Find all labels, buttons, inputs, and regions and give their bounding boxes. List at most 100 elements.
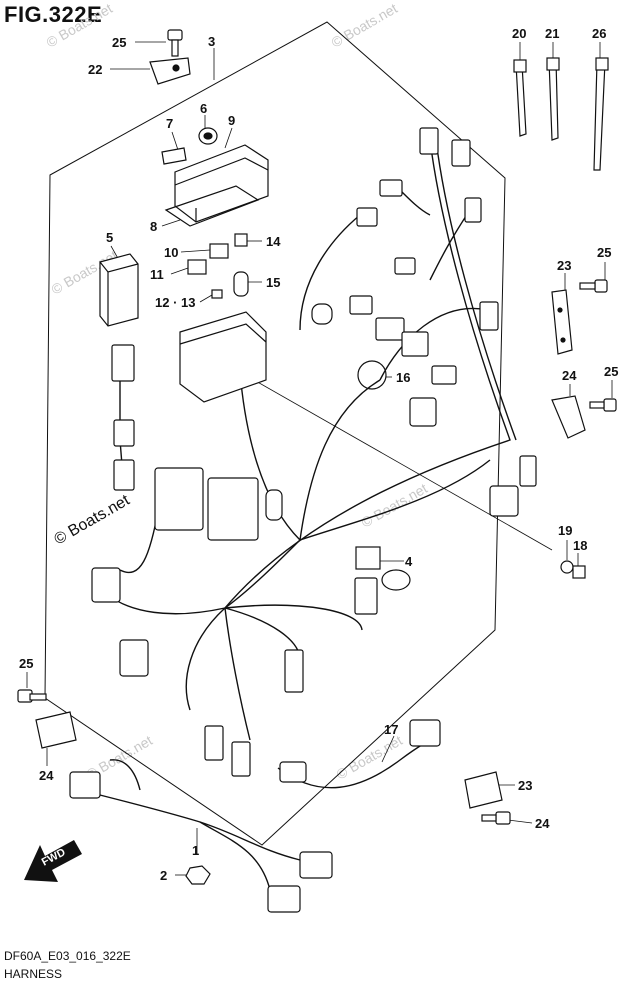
relay-11 [187,259,207,275]
connector [349,295,373,315]
connector [394,257,416,275]
connector [113,419,135,447]
bolt-25-right-upper [579,279,608,293]
watermark-text: © Boats.net [329,0,401,51]
callout-19: 19 [558,523,572,538]
connector [354,577,378,615]
callout-6: 6 [200,101,207,116]
connector [519,455,537,487]
connector [409,719,441,747]
callout-4: 4 [405,554,413,569]
callout-14: 14 [266,234,281,249]
callout-3: 3 [208,34,215,49]
connectors [69,127,537,913]
connector [204,725,224,761]
connector [379,179,403,197]
connector [401,331,429,357]
washer-19 [560,560,574,574]
bracket-24-right [551,395,586,439]
clip-7 [161,147,187,165]
junction-box [179,311,267,403]
bracket-22 [149,57,191,85]
callout-25-left: 25 [19,656,33,671]
callout-12-13: 12 · 13 [155,295,195,310]
fuse-box-9 [174,144,269,223]
connector [111,344,135,382]
fastener-parts [17,29,617,885]
fuse-12 [211,289,223,299]
figure-name: HARNESS [4,967,63,981]
callout-17: 17 [384,722,398,737]
connector [431,365,457,385]
connector [409,397,437,427]
watermark-text: © Boats.net [334,732,406,783]
nut-18 [572,565,586,579]
callout-16: 16 [396,370,410,385]
fwd-arrow-icon: FWD [24,840,82,882]
connector [284,649,304,693]
callout-25-right-lower: 25 [604,364,618,379]
gasket-8 [164,185,260,227]
relay-10 [209,243,229,259]
callout-labels: 1 2 3 4 5 6 7 8 9 10 11 12 · 13 14 15 16… [19,26,618,883]
nut-2 [185,865,211,885]
sensor-16 [357,360,387,390]
callout-2: 2 [160,868,167,883]
connector [119,639,149,677]
tie-21 [548,59,559,141]
callout-26: 26 [592,26,606,41]
connector [69,771,101,799]
connector [375,317,405,341]
bracket-23-right [551,289,573,355]
callout-9: 9 [228,113,235,128]
connector [279,761,307,783]
harness-wires [79,139,517,891]
connector [356,207,378,227]
callout-15: 15 [266,275,280,290]
callout-20: 20 [512,26,526,41]
callout-8: 8 [150,219,157,234]
callout-24-right: 24 [562,368,577,383]
tie-26 [593,61,606,171]
connector [311,303,333,325]
bracket-23-lower [464,771,503,809]
callout-25-top: 25 [112,35,126,50]
connector [479,301,499,331]
bolt-25-left [17,689,47,703]
callout-1: 1 [192,843,199,858]
watermark-group: © Boats.net © Boats.net © Boats.net © Bo… [44,0,431,783]
figure-title: FIG.322E [4,2,103,27]
callout-5: 5 [106,230,113,245]
callout-21: 21 [545,26,559,41]
bolt-25-top [167,29,183,57]
figure-code: DF60A_E03_016_322E [4,949,131,963]
watermark-text: © Boats.net [52,492,134,549]
terminal-4 [355,546,381,570]
connector [299,851,333,879]
ecu-connector [154,467,204,531]
relay-5 [99,253,139,327]
ecu-connector [207,477,259,541]
callout-10: 10 [164,245,178,260]
watermark-text: © Boats.net [359,480,431,531]
callout-11: 11 [150,267,164,282]
callout-24-left: 24 [39,768,54,783]
connector [489,485,519,517]
callout-7: 7 [166,116,173,131]
connector [91,567,121,603]
connector [464,197,482,223]
bracket-24-left [35,711,77,749]
callout-22: 22 [88,62,102,77]
watermark-text: © Boats.net [44,0,116,51]
connector [419,127,439,155]
connector [265,489,283,521]
connector [231,741,251,777]
callout-18: 18 [573,538,587,553]
callout-24-lower: 24 [535,816,550,831]
tie-20 [515,63,527,137]
callout-23-right: 23 [557,258,571,273]
cap-15 [233,271,249,297]
callout-25-right-upper: 25 [597,245,611,260]
connector [451,139,471,167]
